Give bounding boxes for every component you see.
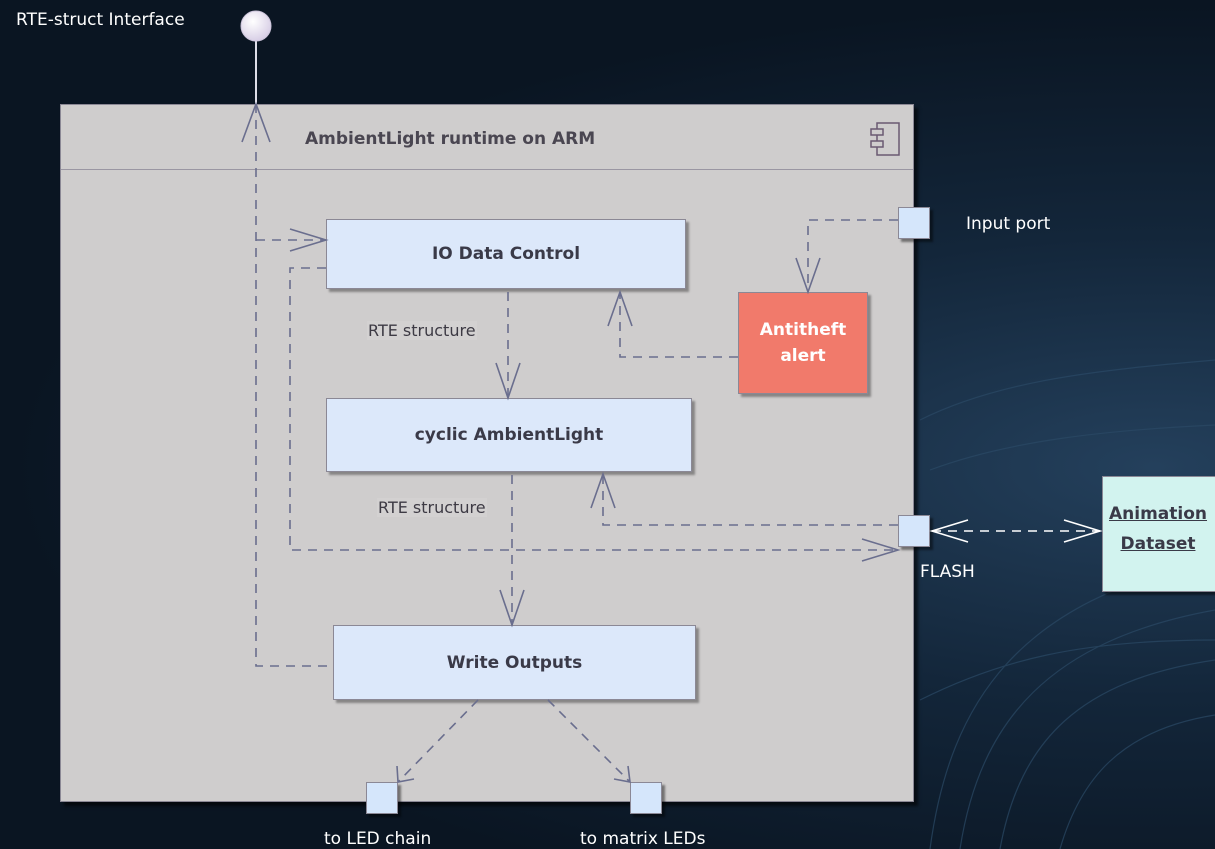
- write-outputs-action[interactable]: Write Outputs: [333, 625, 696, 700]
- io-data-control-action[interactable]: IO Data Control: [326, 219, 686, 289]
- animation-dataset-artifact[interactable]: Animation Dataset: [1102, 476, 1215, 592]
- flash-port[interactable]: [898, 515, 930, 547]
- matrix-leds-port-label: to matrix LEDs: [580, 829, 706, 849]
- led-chain-port-label: to LED chain: [324, 829, 432, 849]
- cyclic-ambientlight-action[interactable]: cyclic AmbientLight: [326, 398, 692, 472]
- antitheft-alert-node[interactable]: Antitheft alert: [738, 292, 868, 394]
- flash-port-label: FLASH: [920, 562, 975, 582]
- component-title: AmbientLight runtime on ARM: [305, 129, 596, 149]
- input-port-label: Input port: [966, 214, 1051, 234]
- led-chain-port[interactable]: [366, 782, 398, 814]
- edge-label-rte-structure-1: RTE structure: [367, 321, 477, 340]
- antitheft-label-line1: Antitheft: [759, 320, 847, 340]
- matrix-leds-port[interactable]: [630, 782, 662, 814]
- component-header: AmbientLight runtime on ARM: [61, 105, 913, 170]
- antitheft-label-line2: alert: [780, 346, 826, 366]
- input-port[interactable]: [898, 207, 930, 239]
- interface-label: RTE-struct Interface: [16, 10, 185, 30]
- component-icon: [870, 122, 900, 156]
- animation-dataset-label: Animation Dataset: [1109, 504, 1208, 554]
- edge-label-rte-structure-2: RTE structure: [377, 498, 487, 517]
